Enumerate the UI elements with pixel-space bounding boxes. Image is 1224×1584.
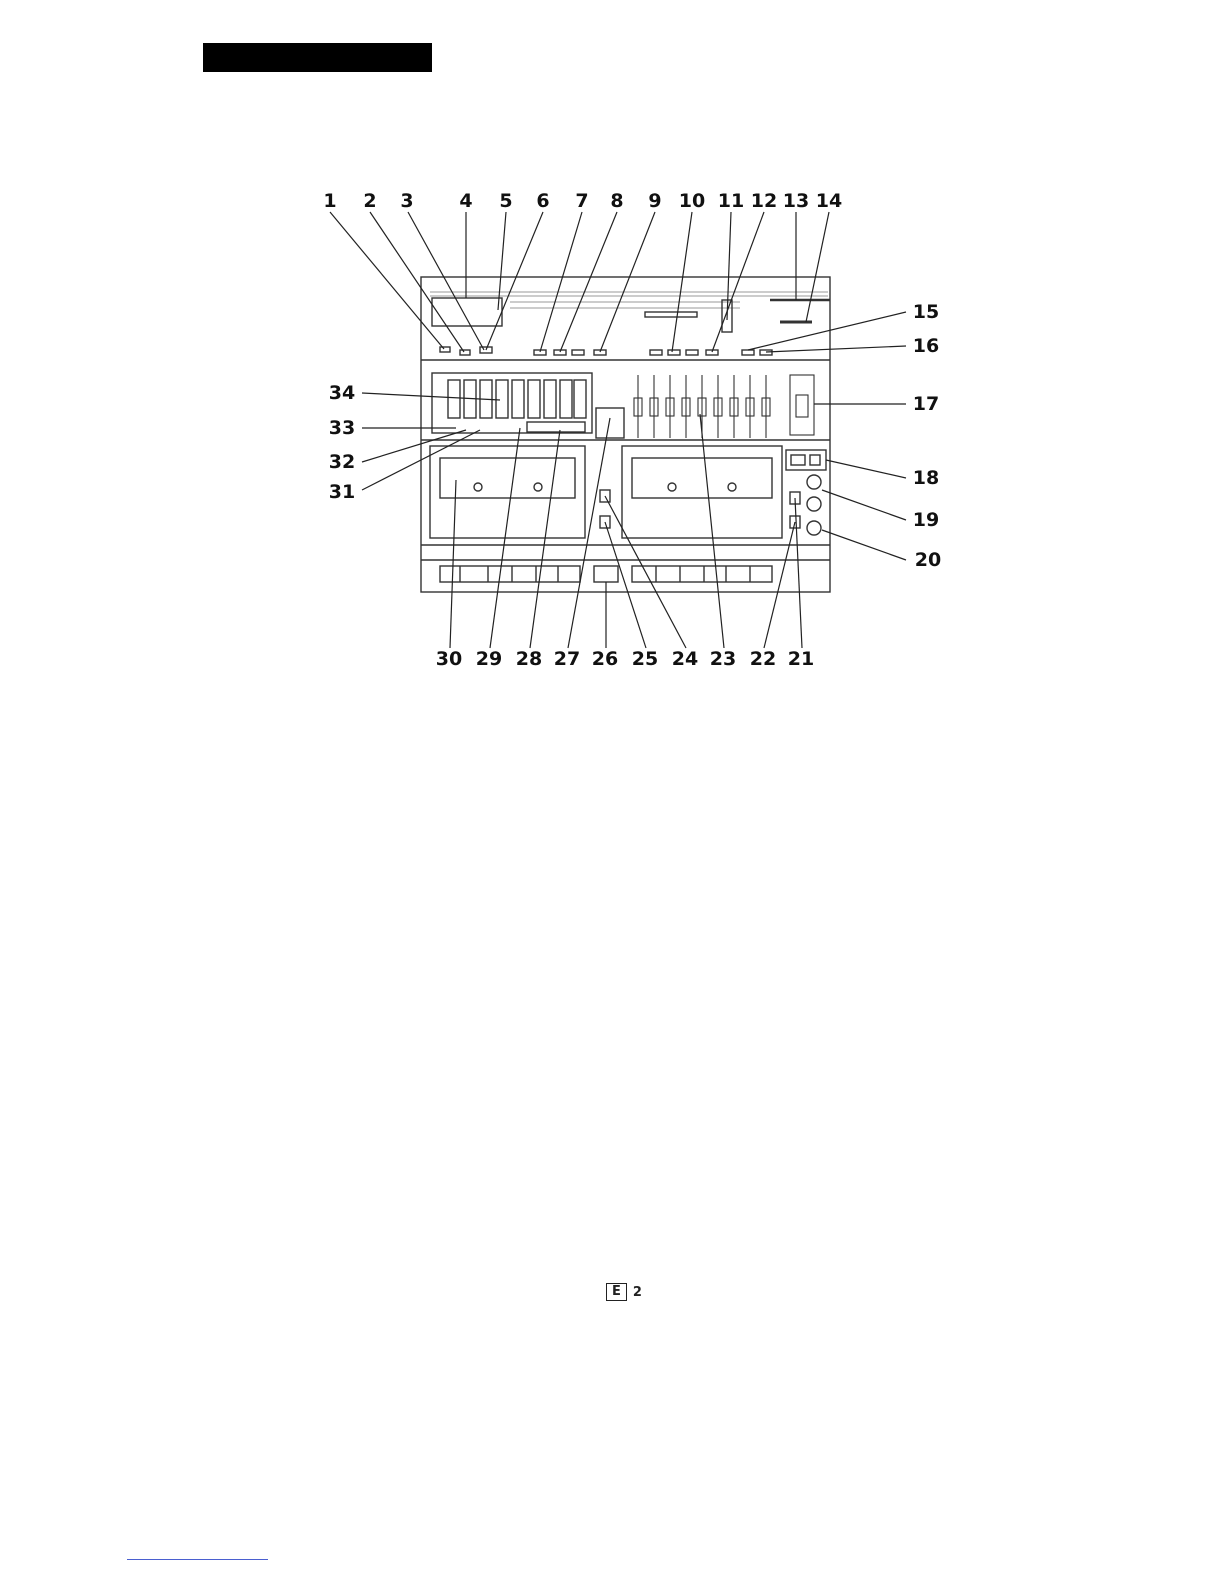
callout-bottom: 29 — [476, 648, 502, 670]
bottom-rule — [127, 1559, 268, 1560]
callout-top: 14 — [816, 190, 842, 212]
callout-right: 20 — [915, 549, 941, 571]
language-box: E — [606, 1283, 627, 1301]
cassette-deck-a — [430, 446, 585, 538]
callout-left: 31 — [329, 481, 355, 503]
callout-top: 11 — [718, 190, 744, 212]
callout-right: 15 — [913, 301, 939, 323]
callout-top: 1 — [323, 190, 336, 212]
callout-bottom: 30 — [436, 648, 462, 670]
callout-right: 18 — [913, 467, 939, 489]
display-window — [432, 298, 502, 326]
callout-left: 32 — [329, 451, 355, 473]
tuning-scale — [645, 312, 697, 317]
callout-top: 3 — [400, 190, 413, 212]
callout-top: 6 — [536, 190, 549, 212]
callout-bottom: 28 — [516, 648, 542, 670]
callout-right: 17 — [913, 393, 939, 415]
callout-bottom: 27 — [554, 648, 580, 670]
callout-bottom: 23 — [710, 648, 736, 670]
callout-bottom: 24 — [672, 648, 698, 670]
callout-top: 9 — [648, 190, 661, 212]
callout-top: 4 — [459, 190, 472, 212]
page-footer: E 2 — [606, 1283, 642, 1301]
callout-top: 7 — [575, 190, 588, 212]
callout-right: 19 — [913, 509, 939, 531]
callout-bottom: 22 — [750, 648, 776, 670]
callout-left: 33 — [329, 417, 355, 439]
callout-top: 5 — [499, 190, 512, 212]
callout-right: 16 — [913, 335, 939, 357]
callout-bottom: 25 — [632, 648, 658, 670]
cassette-deck-b — [622, 446, 782, 538]
callout-top: 8 — [610, 190, 623, 212]
pause-key — [594, 566, 618, 582]
callout-top: 13 — [783, 190, 809, 212]
callout-bottom: 26 — [592, 648, 618, 670]
callout-top: 2 — [363, 190, 376, 212]
transport-keys-b — [632, 566, 772, 582]
callout-bottom: 21 — [788, 648, 814, 670]
device-diagram: 1 2 3 4 5 6 7 8 9 10 11 12 13 14 15 16 1… — [0, 0, 1224, 700]
transport-keys-a — [440, 566, 580, 582]
callout-top: 12 — [751, 190, 777, 212]
page-number: 2 — [633, 1285, 642, 1300]
callout-top: 10 — [679, 190, 705, 212]
callout-left: 34 — [329, 382, 355, 404]
